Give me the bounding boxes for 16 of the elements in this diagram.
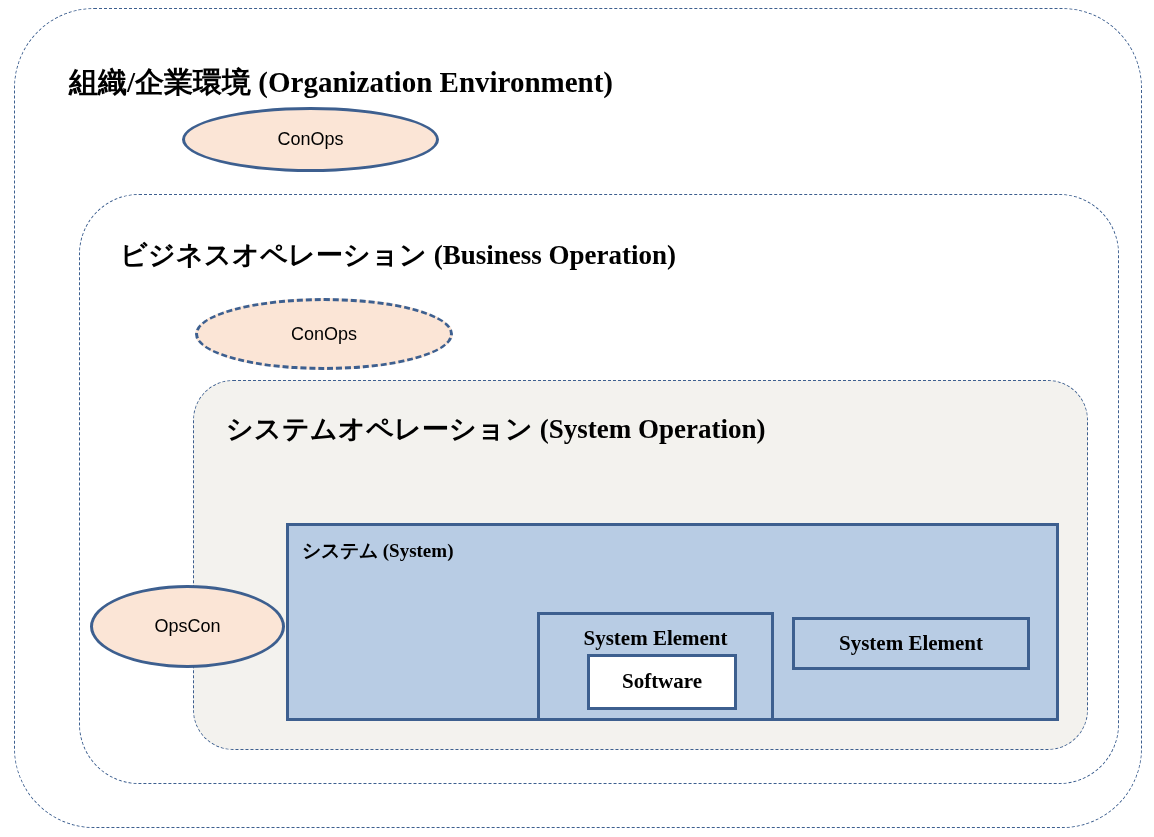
ellipse-label: OpsCon bbox=[154, 615, 221, 638]
box-label: System Element bbox=[838, 629, 984, 657]
box-title: System Element bbox=[582, 625, 729, 652]
region-title: ビジネスオペレーション (Business Operation) bbox=[120, 239, 677, 272]
region-title: 組織/企業環境 (Organization Environment) bbox=[69, 65, 614, 100]
element-box bbox=[792, 617, 1030, 670]
dashed-region bbox=[79, 194, 1119, 784]
element-box bbox=[537, 612, 774, 721]
software-box bbox=[587, 654, 737, 710]
system-box bbox=[286, 523, 1059, 721]
box-title: システム (System) bbox=[302, 539, 454, 563]
dashed-region bbox=[14, 8, 1142, 828]
box-label: Software bbox=[621, 668, 703, 696]
region-title: システムオペレーション (System Operation) bbox=[226, 413, 766, 446]
ellipse-label: ConOps bbox=[277, 128, 344, 151]
ellipse-label: ConOps bbox=[290, 322, 357, 346]
